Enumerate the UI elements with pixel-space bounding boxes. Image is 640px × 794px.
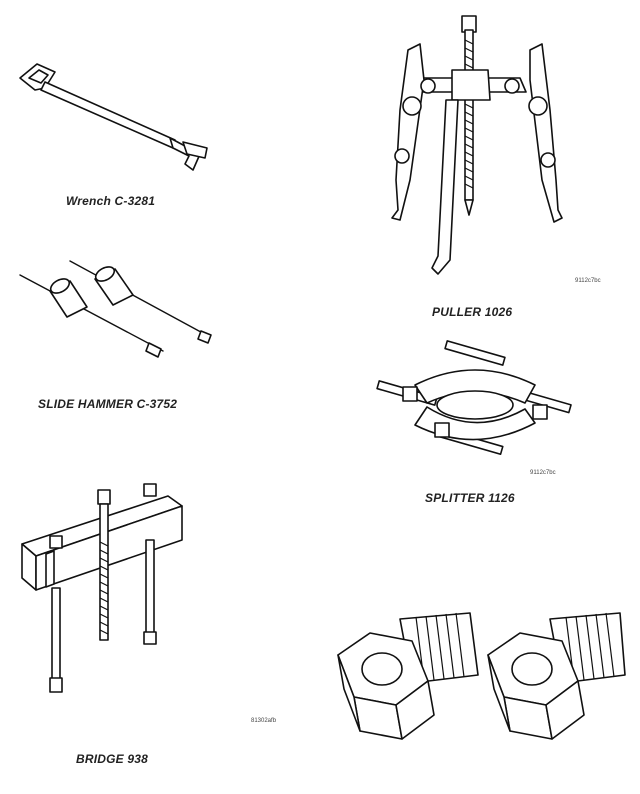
- wrench-illustration: [15, 60, 215, 190]
- puller-illustration: [380, 10, 580, 290]
- splitter-caption: SPLITTER 1126: [425, 491, 515, 505]
- slide-hammer-caption: SLIDE HAMMER C-3752: [38, 397, 178, 411]
- splitter-illustration: [375, 340, 575, 465]
- puller-figure-code: 9112c7bc: [575, 278, 601, 284]
- slide-hammer-illustration: [15, 255, 215, 365]
- bridge-illustration: [18, 478, 198, 700]
- wrench-caption: Wrench C-3281: [66, 194, 156, 208]
- splitter-figure-code: 9112c7bc: [530, 470, 556, 476]
- puller-caption: PULLER 1026: [432, 305, 513, 319]
- adapters-illustration: [330, 605, 626, 740]
- bridge-caption: BRIDGE 938: [76, 752, 149, 766]
- bridge-figure-code: 81302afb: [251, 718, 277, 724]
